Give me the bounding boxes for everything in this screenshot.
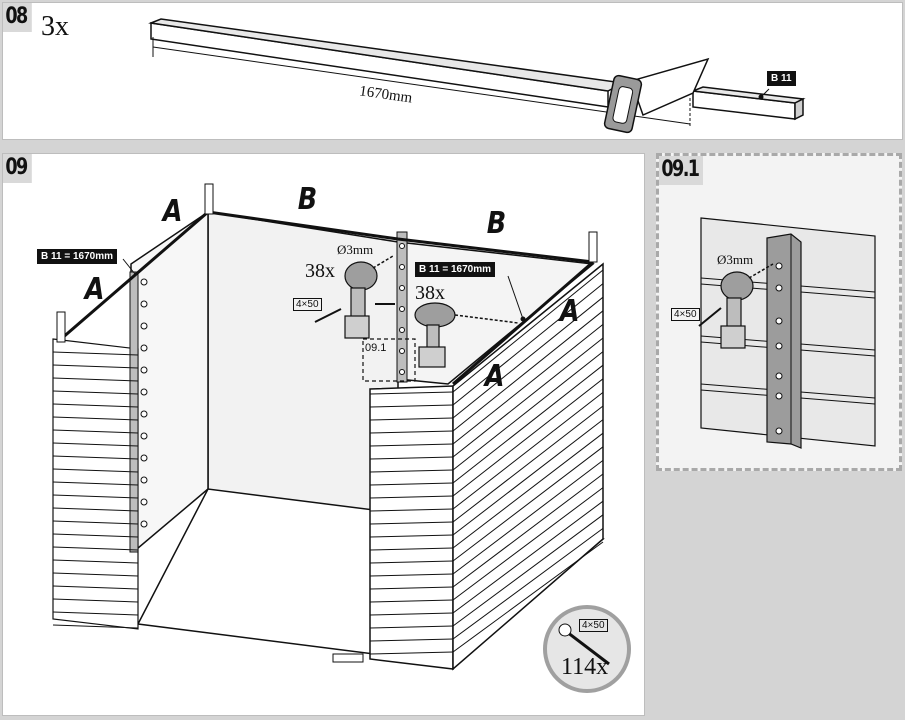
screw-spec-label: 4×50 (671, 308, 700, 321)
part-tag-b11: B 11 (767, 71, 796, 86)
side-label-a: A (84, 272, 105, 307)
detail-reference: 09.1 (365, 342, 387, 354)
drill-size-label: Ø3mm (337, 242, 374, 257)
shed-walls-illustration (52, 183, 631, 693)
screw-count-label: 38x (305, 260, 335, 282)
side-label-a: A (162, 194, 183, 229)
total-screw-count: 114x (561, 654, 609, 680)
beam-tag-left: B 11 = 1670mm (37, 249, 117, 264)
detail-illustration (698, 217, 876, 449)
step-09-number: 09 (3, 154, 32, 183)
step-08-number: 08 (3, 3, 32, 32)
step-09-panel: 09 A A B B A A B 11 = 1670mm B 11 = 1670… (2, 153, 645, 716)
screw-spec-label: 4×50 (293, 298, 322, 311)
saw-cut-illustration (148, 18, 806, 134)
total-screw-spec: 4×50 (579, 619, 608, 632)
screw-count-label: 38x (415, 282, 445, 304)
step-09-1-detail-panel: 09.1 Ø3mm 4×50 (656, 153, 902, 471)
step-08-panel: 08 3x 1670mm B 11 (2, 2, 903, 140)
side-label-a: A (484, 359, 505, 394)
side-label-a: A (559, 294, 580, 329)
side-label-b: B (297, 182, 318, 217)
step-08-quantity: 3x (41, 11, 69, 42)
beam-tag-right: B 11 = 1670mm (415, 262, 495, 277)
step-09-1-number: 09.1 (659, 156, 704, 185)
drill-size-label: Ø3mm (717, 252, 754, 267)
side-label-b: B (486, 206, 507, 241)
